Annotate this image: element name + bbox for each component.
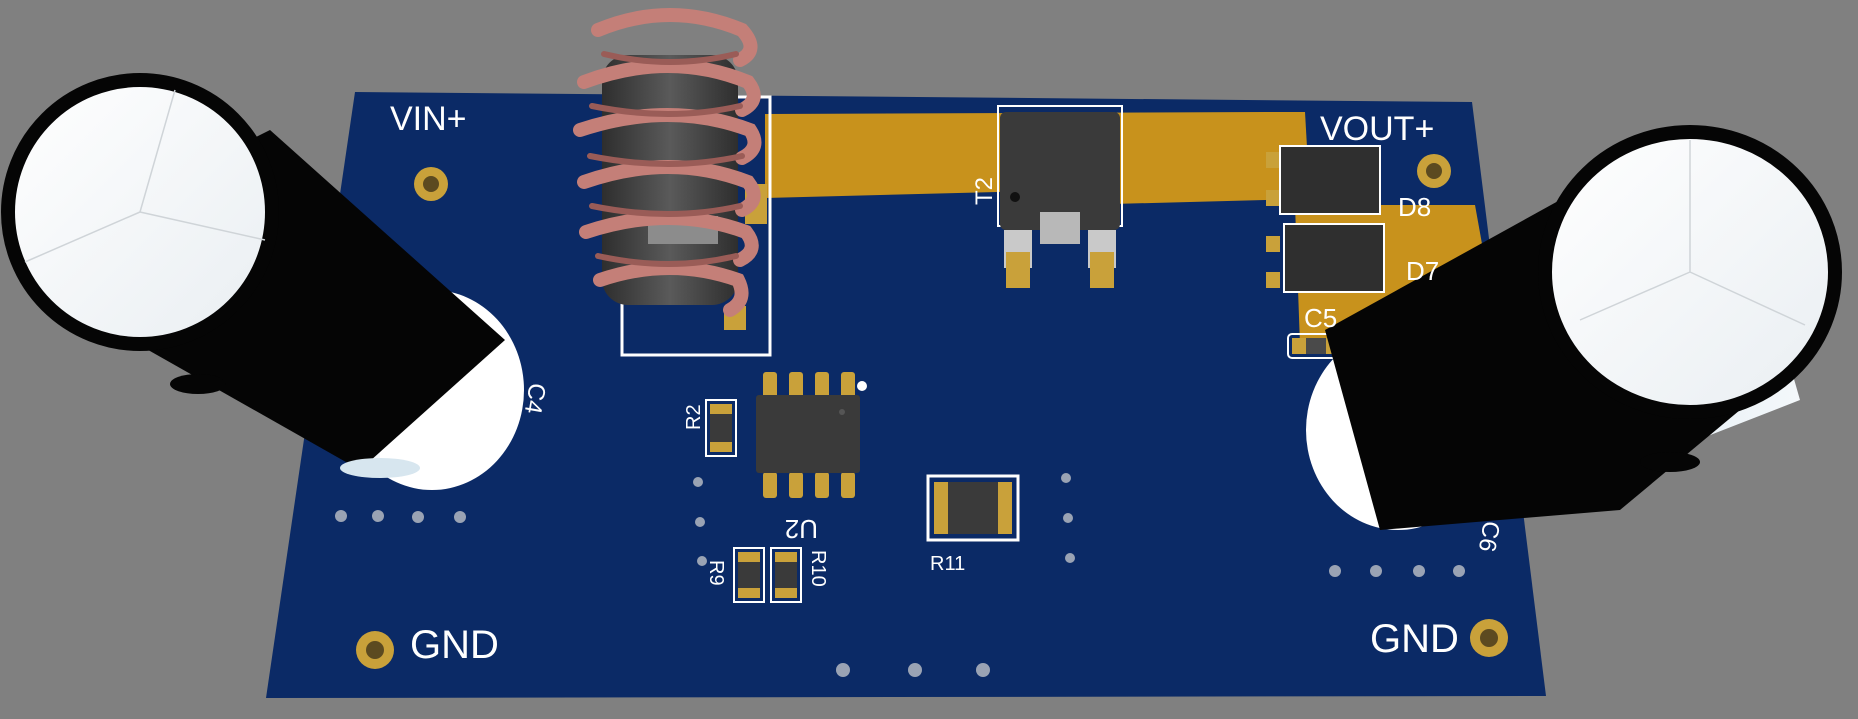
label-c6: C6 [1473, 519, 1505, 554]
label-vout-plus: VOUT+ [1320, 110, 1434, 148]
mounting-hole [1470, 619, 1508, 657]
d7-diode [1266, 223, 1385, 293]
label-t2: T2 [971, 177, 998, 205]
mounting-hole [1417, 154, 1451, 188]
label-u2: U2 [785, 514, 818, 544]
c6-electrolytic-capacitor [1306, 125, 1842, 530]
d8-diode [1266, 145, 1381, 215]
label-c4: C4 [519, 381, 551, 416]
mounting-hole [356, 631, 394, 669]
label-r11: R11 [930, 553, 965, 575]
label-d7: D7 [1406, 256, 1439, 286]
label-d8: D8 [1398, 192, 1431, 222]
label-vin-plus: VIN+ [390, 100, 467, 138]
label-gnd-right: GND [1370, 617, 1459, 661]
label-r9: R9 [705, 560, 727, 586]
u2-ic [756, 372, 867, 498]
label-c5: C5 [1304, 303, 1337, 333]
label-r2: R2 [683, 404, 705, 430]
toroidal-inductor [573, 8, 767, 330]
label-r10: R10 [807, 550, 829, 587]
t2-mosfet [997, 105, 1123, 288]
r10-resistor [770, 547, 802, 603]
c4-electrolytic-capacitor [1, 73, 524, 490]
r2-resistor [705, 399, 737, 457]
mounting-hole [414, 167, 448, 201]
r11-resistor [926, 474, 1020, 542]
r9-resistor [733, 547, 765, 603]
vias [335, 473, 1465, 677]
label-gnd-left: GND [410, 623, 499, 667]
pcb-board [266, 92, 1546, 698]
